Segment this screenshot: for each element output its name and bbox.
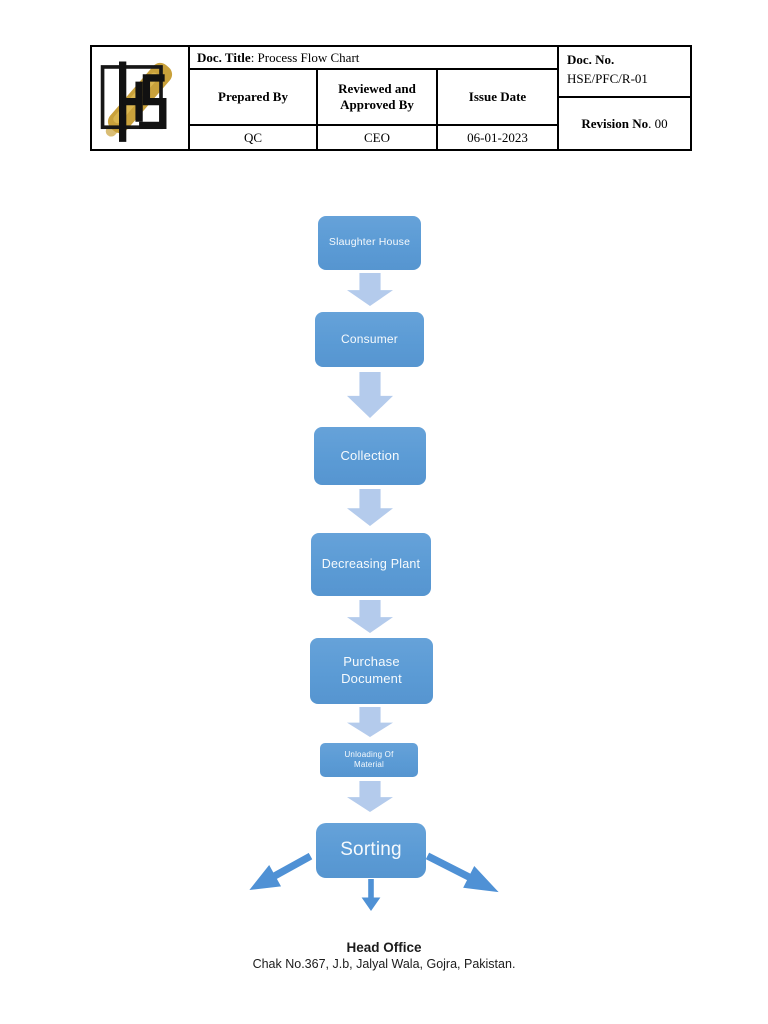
branch-arrow-left <box>243 845 317 902</box>
down-arrow <box>347 600 393 633</box>
prepared-by-header: Prepared By <box>190 70 316 126</box>
flow-box-decreasing-plant: Decreasing Plant <box>311 533 431 596</box>
flow-box-sorting: Sorting <box>316 823 426 878</box>
prepared-by-value: QC <box>243 129 263 145</box>
doc-no-value: HSE/PFC/R-01 <box>567 70 648 86</box>
flow-box-consumer: Consumer <box>315 312 424 367</box>
document-header-table: Doc. Title: Process Flow Chart Prepared … <box>90 45 692 151</box>
doc-no-cell: Doc. No. HSE/PFC/R-01 <box>559 47 690 98</box>
logo-square <box>100 65 163 130</box>
flow-box-label: Purchase Document <box>341 654 402 686</box>
flow-box-collection: Collection <box>314 427 426 485</box>
flow-box-slaughter-house: Slaughter House <box>318 216 421 270</box>
flow-box-label: Decreasing Plant <box>321 557 421 572</box>
issue-date-value: 06-01-2023 <box>467 129 528 145</box>
flow-box-label: Consumer <box>341 331 398 346</box>
revision-label: Revision No <box>581 115 649 131</box>
revision-cell: Revision No. 00 <box>559 98 690 149</box>
down-arrow <box>347 489 393 526</box>
issue-date-header: Issue Date <box>438 70 557 126</box>
doc-title-label: Doc. Title <box>197 49 251 65</box>
flow-box-label: Slaughter House <box>328 236 411 249</box>
branch-arrow-center <box>361 879 381 911</box>
branch-arrow-right <box>421 844 504 903</box>
reviewed-approved-column: Reviewed and Approved By CEO <box>318 70 438 149</box>
hs-logo-icon <box>100 61 173 142</box>
head-office-title: Head Office <box>346 940 422 955</box>
logo-cell <box>92 47 190 149</box>
down-arrow <box>347 372 393 418</box>
prepared-by-column: Prepared By QC <box>190 70 318 149</box>
logo-letters <box>119 61 167 142</box>
doc-title-cell: Doc. Title: Process Flow Chart <box>190 47 557 70</box>
flow-box-label: Collection <box>340 447 400 463</box>
head-office-address: Chak No.367, J.b, Jalyal Wala, Gojra, Pa… <box>252 957 516 971</box>
header-middle-section: Doc. Title: Process Flow Chart Prepared … <box>190 47 557 149</box>
reviewed-approved-header: Reviewed and Approved By <box>318 70 436 126</box>
revision-value: . 00 <box>648 115 668 131</box>
page-footer: Head Office Chak No.367, J.b, Jalyal Wal… <box>0 940 768 971</box>
reviewed-approved-value: CEO <box>364 129 390 145</box>
down-arrow <box>347 707 393 737</box>
down-arrow <box>347 781 393 812</box>
flow-box-unloading-of-material: Unloading Of Material <box>320 743 418 777</box>
doc-no-label: Doc. No. <box>567 52 615 67</box>
header-right-section: Doc. No. HSE/PFC/R-01 Revision No. 00 <box>557 47 690 149</box>
doc-title-value: : Process Flow Chart <box>250 49 360 65</box>
down-arrow <box>347 273 393 306</box>
flow-box-label: Unloading Of Material <box>344 749 394 769</box>
flow-box-label: Sorting <box>340 839 402 861</box>
flow-box-purchase-document: Purchase Document <box>310 638 433 704</box>
issue-date-column: Issue Date 06-01-2023 <box>438 70 557 149</box>
